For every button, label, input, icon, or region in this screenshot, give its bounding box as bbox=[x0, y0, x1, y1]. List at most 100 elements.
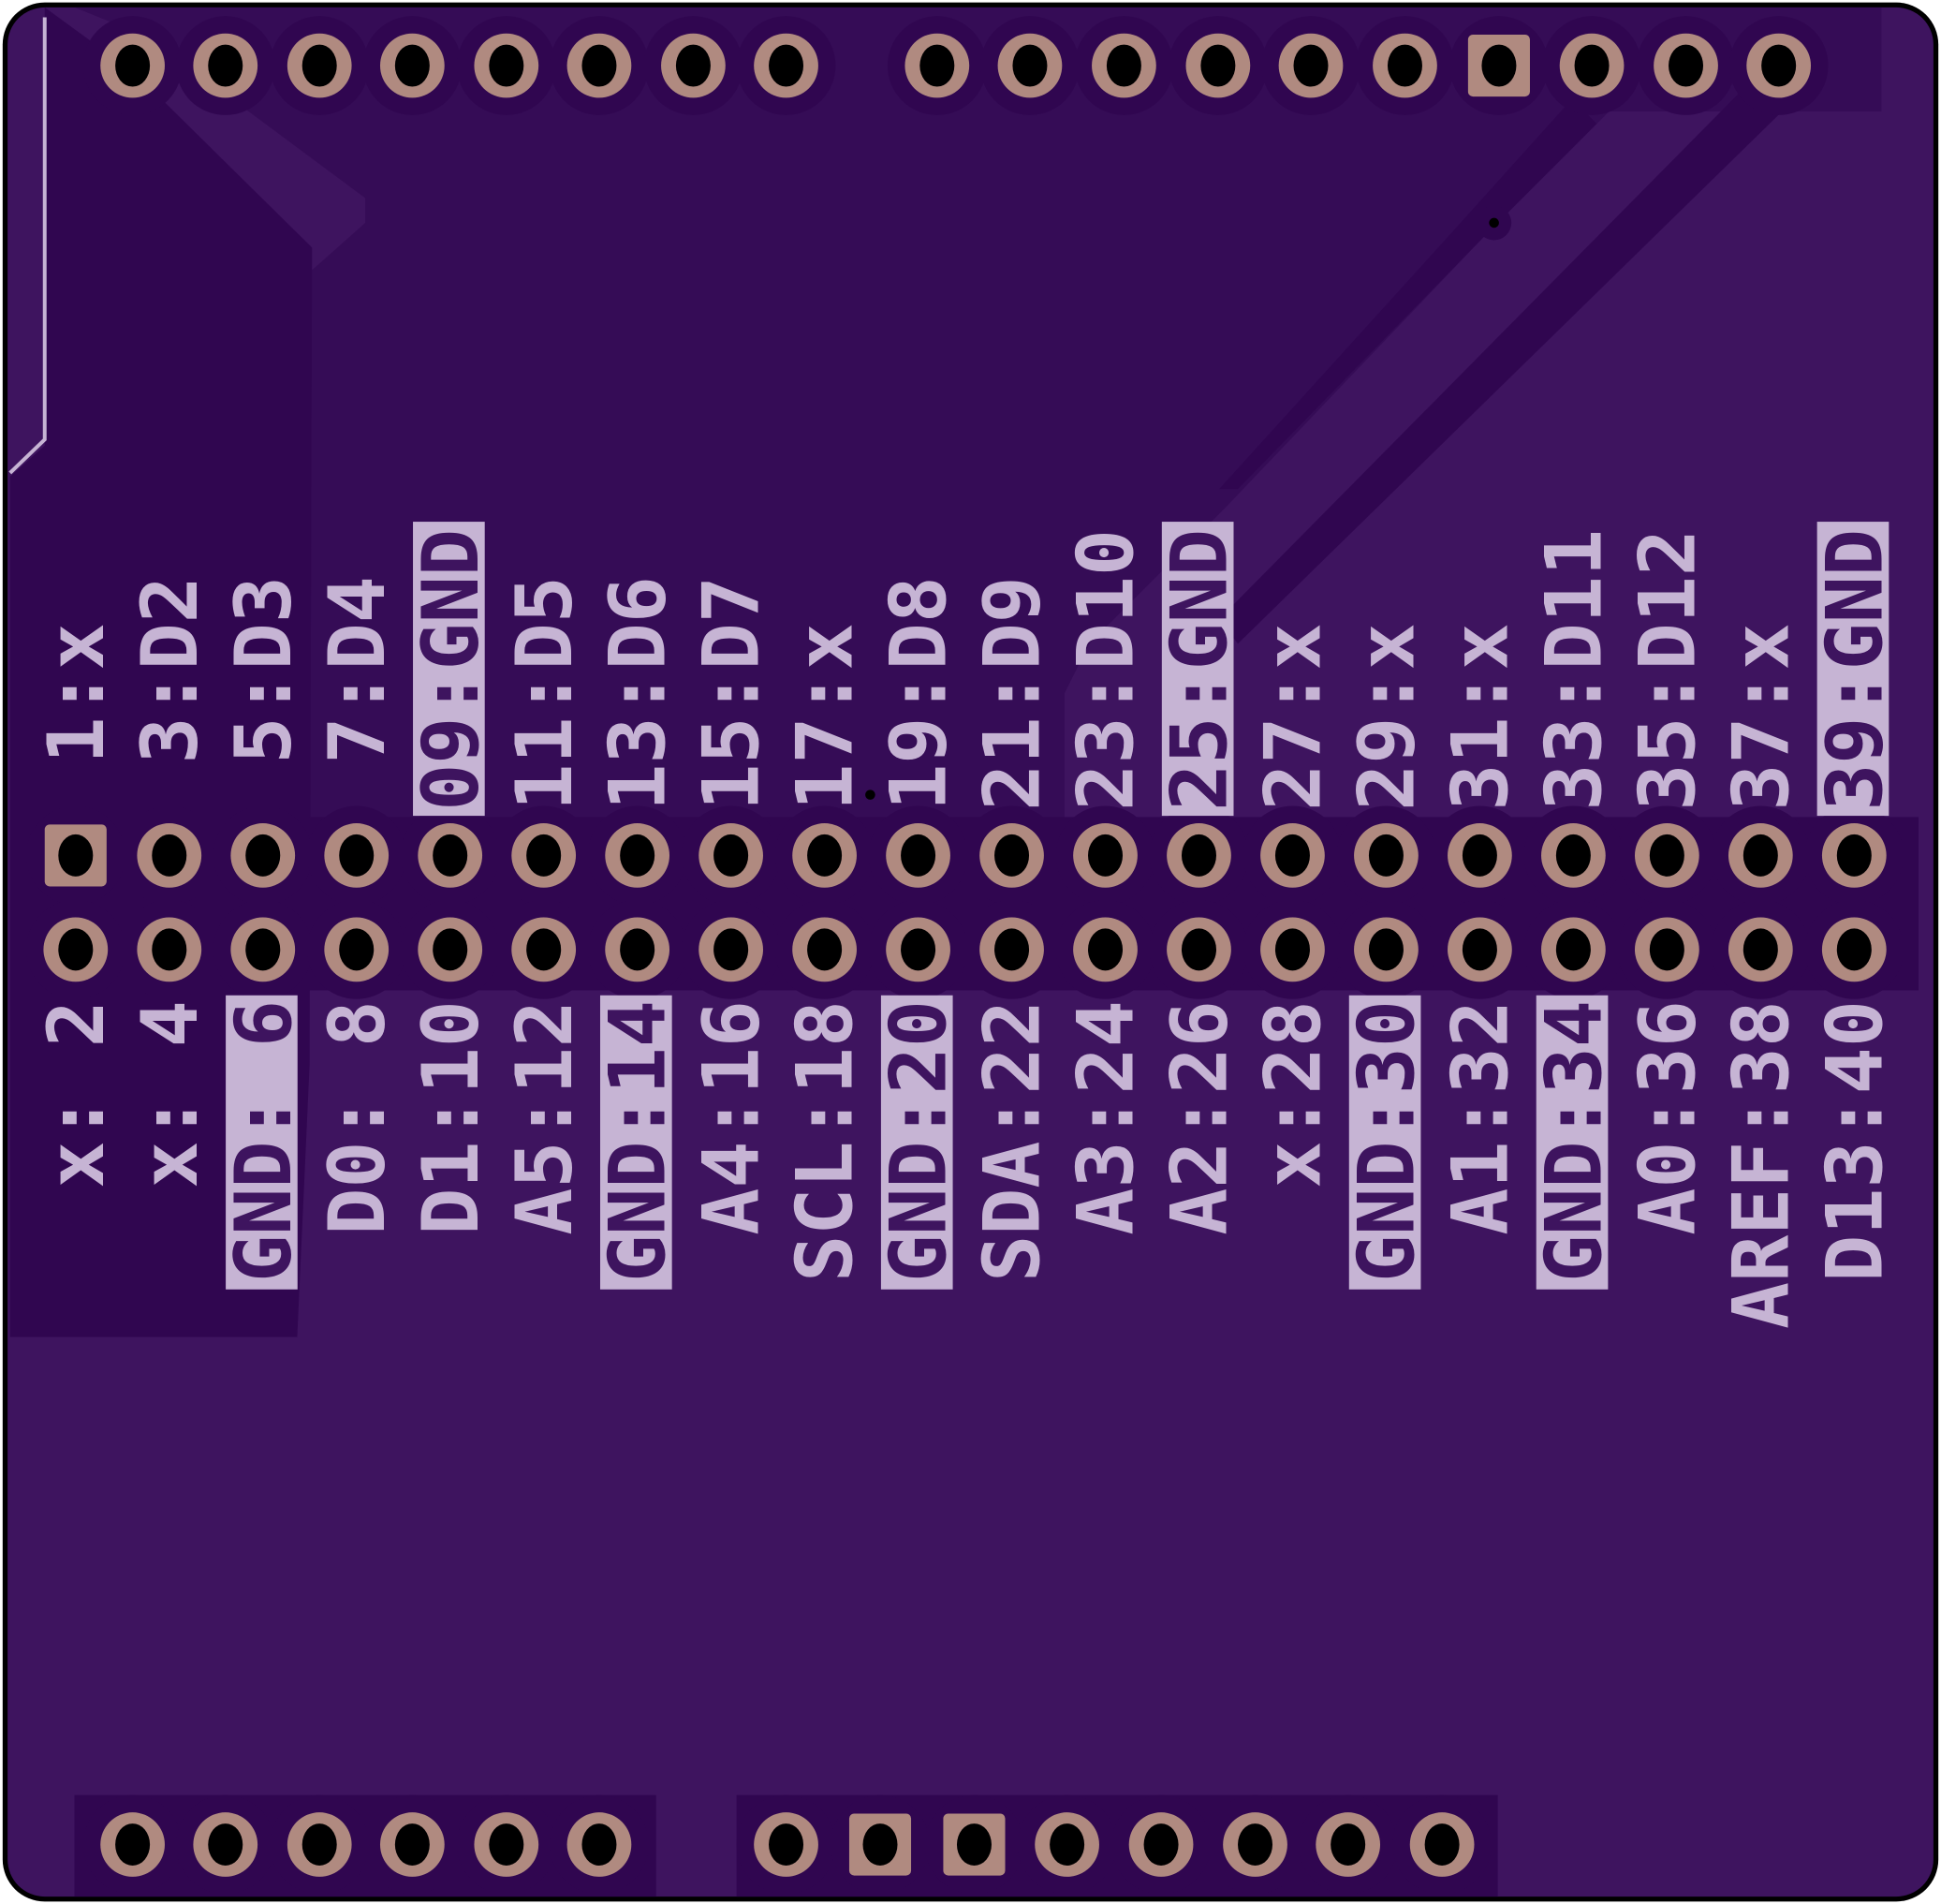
drill-hole bbox=[581, 1823, 617, 1867]
odd-pin-label: 17:x bbox=[780, 623, 871, 811]
odd-pin-label: 7:D4 bbox=[312, 576, 403, 811]
gnd-highlight bbox=[1161, 522, 1234, 817]
drill-hole bbox=[919, 44, 955, 87]
drill-hole bbox=[1742, 928, 1778, 971]
pin-label-text: 23:D10 bbox=[1061, 529, 1152, 811]
even-pin-label: GND: 6 bbox=[218, 995, 309, 1290]
even-pin-label: AREF:38 bbox=[1715, 1000, 1806, 1329]
pin-label-text: 37:x bbox=[1715, 623, 1806, 811]
drill-hole bbox=[526, 928, 562, 971]
header-pad-even bbox=[213, 899, 313, 999]
via-hole bbox=[865, 790, 875, 800]
drill-hole bbox=[489, 44, 524, 87]
odd-pin-label: 25:GND bbox=[1154, 522, 1245, 817]
top-header-pad bbox=[1261, 16, 1360, 115]
drill-hole bbox=[1462, 928, 1497, 971]
odd-pin-label: 29:x bbox=[1342, 623, 1433, 811]
even-pin-label: x: 2 bbox=[31, 1000, 122, 1188]
pin-label-text: 13:D6 bbox=[593, 576, 684, 811]
pin-label-text: A3:24 bbox=[1061, 1000, 1152, 1235]
pin-label-text: 1:x bbox=[31, 623, 122, 811]
drill-hole bbox=[1106, 44, 1141, 87]
pin-label-text: 29:x bbox=[1342, 623, 1433, 811]
drill-hole bbox=[245, 834, 281, 877]
pin-label-text: 15:D7 bbox=[686, 576, 777, 811]
header-pad-even bbox=[119, 899, 219, 999]
header-pad-odd bbox=[587, 805, 687, 906]
even-pin-label: GND:14 bbox=[593, 995, 684, 1290]
top-header-pad bbox=[1728, 16, 1829, 115]
pour-diagonal-trace-b bbox=[1219, 74, 1795, 644]
drill-hole bbox=[152, 834, 187, 877]
pin-label-text: 17:x bbox=[780, 623, 871, 811]
top-header-pad bbox=[1074, 16, 1174, 115]
bottom-header-pad bbox=[82, 1794, 183, 1895]
drill-hole bbox=[713, 834, 749, 877]
drill-hole bbox=[1088, 834, 1124, 877]
drill-hole bbox=[301, 44, 337, 87]
drill-hole bbox=[1181, 834, 1216, 877]
header-pad-even bbox=[868, 899, 968, 999]
pin-label-text: SDA:22 bbox=[967, 1000, 1058, 1282]
pin-label-text: 7:D4 bbox=[312, 576, 403, 811]
pin-label-text: 09:GND bbox=[405, 529, 496, 811]
header-pad-even bbox=[1430, 899, 1530, 999]
drill-hole bbox=[1574, 44, 1610, 87]
gnd-highlight bbox=[1536, 995, 1609, 1290]
pin-label-text: D13:40 bbox=[1809, 1000, 1900, 1282]
pin-label-text: x:28 bbox=[1248, 1000, 1339, 1188]
top-header-pad bbox=[980, 16, 1080, 115]
header-pad-even bbox=[1711, 899, 1811, 999]
header-pad-odd bbox=[774, 805, 875, 906]
top-header-pad bbox=[82, 16, 183, 115]
bottom-header-pad bbox=[1392, 1794, 1492, 1895]
pin-label-text: GND:14 bbox=[593, 1000, 684, 1282]
top-header-pad bbox=[736, 16, 836, 115]
drill-hole bbox=[1200, 44, 1236, 87]
even-pin-label: A1:32 bbox=[1434, 1000, 1525, 1235]
drill-hole bbox=[1742, 834, 1778, 877]
header-pad-odd bbox=[400, 805, 500, 906]
drill-hole bbox=[1181, 928, 1216, 971]
pin-label-text: A4:16 bbox=[686, 1000, 777, 1235]
drill-hole bbox=[675, 44, 711, 87]
header-pad-odd bbox=[1617, 805, 1717, 906]
pin-label-text: 21:D9 bbox=[967, 576, 1058, 811]
pin-label-text: 31:x bbox=[1434, 623, 1525, 811]
top-header-pad bbox=[643, 16, 743, 115]
gnd-highlight bbox=[599, 995, 672, 1290]
odd-pin-label: 09:GND bbox=[405, 522, 496, 817]
header-pad-even bbox=[493, 899, 594, 999]
header-pad-odd bbox=[868, 805, 968, 906]
drill-hole bbox=[1088, 928, 1124, 971]
drill-hole bbox=[1649, 834, 1684, 877]
header-pad-even bbox=[1055, 899, 1155, 999]
odd-pin-label: 33:D11 bbox=[1528, 529, 1619, 811]
drill-hole bbox=[1238, 1823, 1273, 1867]
odd-pin-label: 15:D7 bbox=[686, 576, 777, 811]
drill-hole bbox=[115, 44, 151, 87]
pin-label-text: SCL:18 bbox=[780, 1000, 871, 1282]
drill-hole bbox=[1387, 44, 1422, 87]
pads bbox=[25, 16, 1904, 1895]
even-pin-label: GND:20 bbox=[874, 995, 964, 1290]
drill-hole bbox=[1761, 44, 1797, 87]
bottom-header-pad bbox=[1017, 1794, 1117, 1895]
drill-hole bbox=[1293, 44, 1329, 87]
even-pin-label: A5:12 bbox=[499, 1000, 590, 1235]
drill-hole bbox=[58, 834, 94, 877]
gnd-highlight bbox=[413, 522, 485, 817]
header-pad-odd bbox=[213, 805, 313, 906]
bottom-header-pad bbox=[270, 1794, 370, 1895]
odd-pin-label: 3:D2 bbox=[125, 576, 215, 811]
drill-hole bbox=[394, 1823, 430, 1867]
drill-hole bbox=[994, 928, 1030, 971]
drill-hole bbox=[152, 928, 187, 971]
header-pad-odd bbox=[25, 805, 125, 906]
header-pad-odd bbox=[1711, 805, 1811, 906]
pin-label-text: 19:D8 bbox=[874, 576, 964, 811]
header-pad-even bbox=[681, 899, 781, 999]
header-pad-even bbox=[400, 899, 500, 999]
drill-hole bbox=[1836, 834, 1872, 877]
pin-label-text: AREF:38 bbox=[1715, 1000, 1806, 1329]
